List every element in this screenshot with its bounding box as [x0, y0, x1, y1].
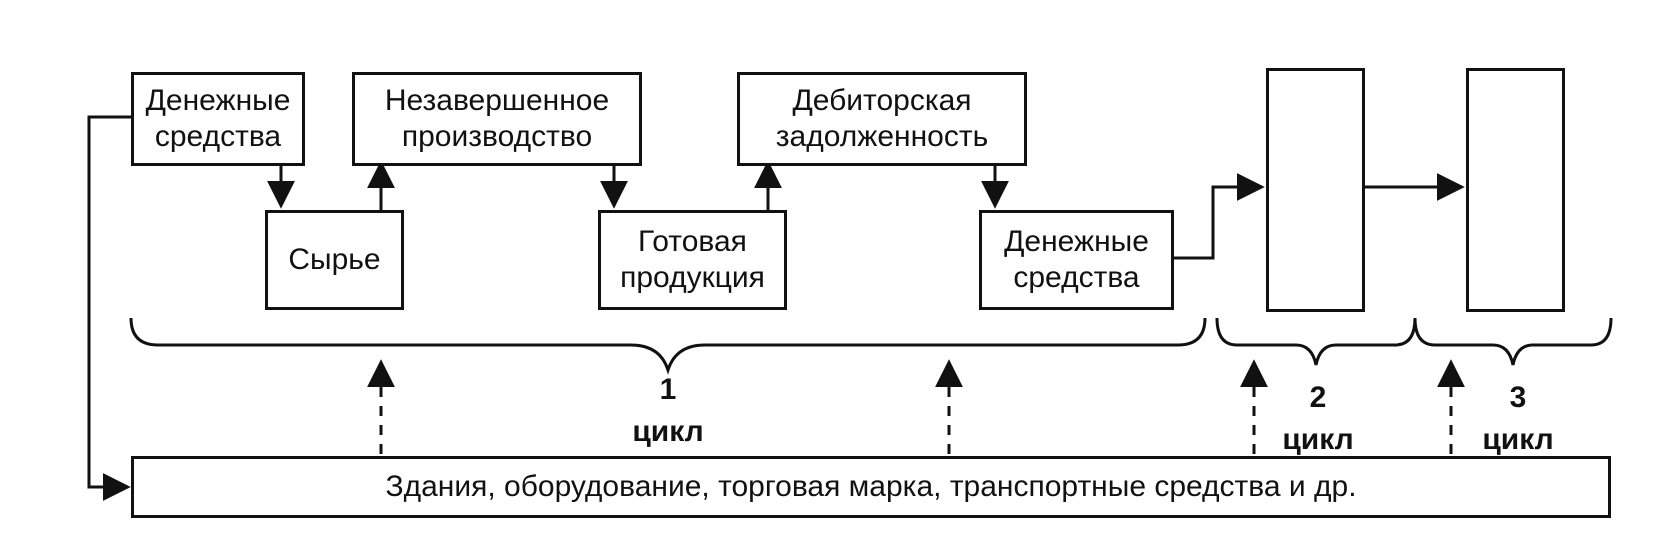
cash-start-box: Денежные средства — [131, 72, 305, 166]
finished-goods-label: Готовая продукция — [620, 225, 765, 294]
cash-end-label: Денежные средства — [1004, 225, 1149, 294]
cycle3-word: цикл — [1482, 423, 1554, 456]
arrow-cash-to-fixed-assets — [87, 115, 132, 501]
receivables-label: Дебиторская задолженность — [775, 84, 989, 153]
wip-box: Незавершенное производство — [352, 72, 642, 166]
cash-end-box: Денежные средства — [979, 210, 1174, 310]
fixed-assets-bar: Здания, оборудование, торговая марка, тр… — [131, 456, 1611, 518]
raw-materials-box: Сырье — [265, 210, 404, 310]
arrow-cash-to-cycle2 — [1172, 173, 1265, 260]
receivables-box: Дебиторская задолженность — [737, 72, 1027, 166]
cycle1-brace — [129, 317, 1207, 375]
cycle1-label: 1 цикл — [632, 372, 703, 450]
fixed-assets-label: Здания, оборудование, торговая марка, тр… — [385, 470, 1357, 503]
cycle2-brace — [1215, 317, 1417, 366]
cash-start-label: Денежные средства — [145, 84, 291, 153]
cycle3-number: 3 — [1509, 381, 1527, 414]
cycle1-number: 1 — [659, 373, 677, 406]
cycle1-word: цикл — [632, 415, 704, 448]
cycle2-box — [1266, 68, 1365, 312]
cycle2-word: цикл — [1282, 423, 1354, 456]
wip-label: Незавершенное производство — [384, 84, 610, 153]
cycle2-label: 2 цикл — [1282, 380, 1353, 458]
raw-materials-label: Сырье — [288, 243, 381, 276]
cycle2-number: 2 — [1309, 381, 1327, 414]
cycle3-brace — [1413, 317, 1613, 366]
cycle3-box — [1466, 68, 1565, 312]
cycle3-label: 3 цикл — [1482, 380, 1553, 458]
finished-goods-box: Готовая продукция — [598, 210, 787, 310]
